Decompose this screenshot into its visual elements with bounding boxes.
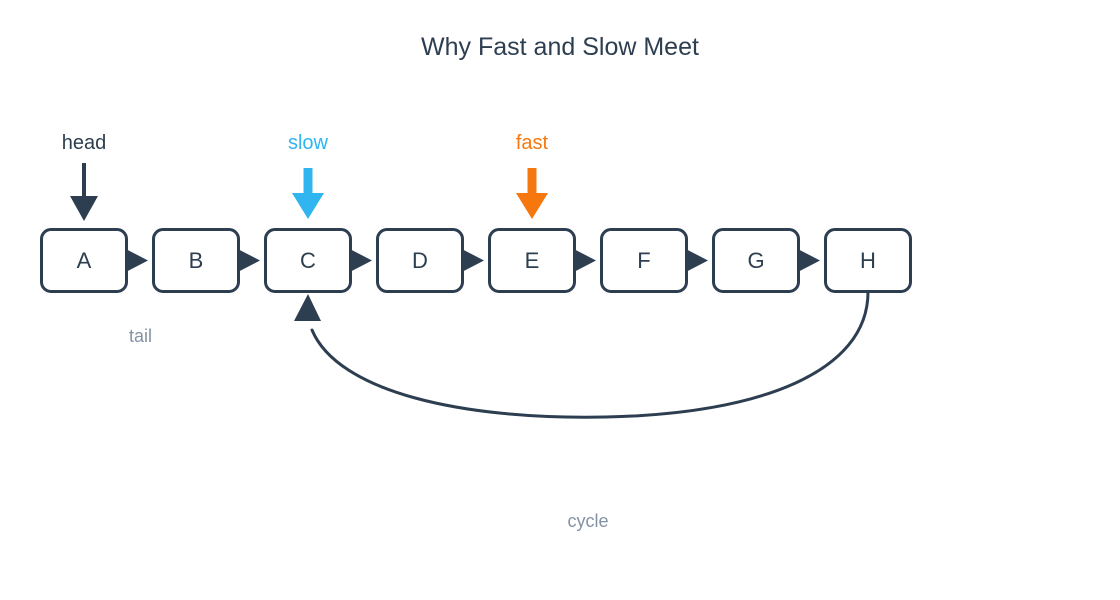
head-arrow-icon (70, 163, 98, 221)
node-label: B (188, 247, 204, 273)
node-label: D (412, 247, 428, 273)
tail-annotation: tail (128, 326, 152, 346)
fast-arrow-icon (516, 168, 548, 219)
node-label: A (76, 247, 92, 273)
list-node-e: E (488, 228, 576, 293)
head-pointer-label: head (61, 132, 107, 154)
cycle-back-edge (294, 290, 870, 419)
node-label: F (637, 247, 651, 273)
list-node-b: B (152, 228, 240, 293)
node-label: E (524, 247, 540, 273)
node-label: H (860, 247, 876, 273)
list-node-c: C (264, 228, 352, 293)
fast-pointer-label: fast (515, 132, 549, 154)
cycle-annotation: cycle (567, 511, 609, 531)
node-label: G (747, 247, 765, 273)
list-node-g: G (712, 228, 800, 293)
node-label: C (300, 247, 316, 273)
list-node-a: A (40, 228, 128, 293)
list-node-f: F (600, 228, 688, 293)
slow-pointer-label: slow (287, 132, 328, 154)
page-title: Why Fast and Slow Meet (421, 33, 699, 61)
list-node-h: H (824, 228, 912, 293)
cycle-arrowhead-icon (294, 294, 321, 321)
list-node-d: D (376, 228, 464, 293)
slow-arrow-icon (292, 168, 324, 219)
